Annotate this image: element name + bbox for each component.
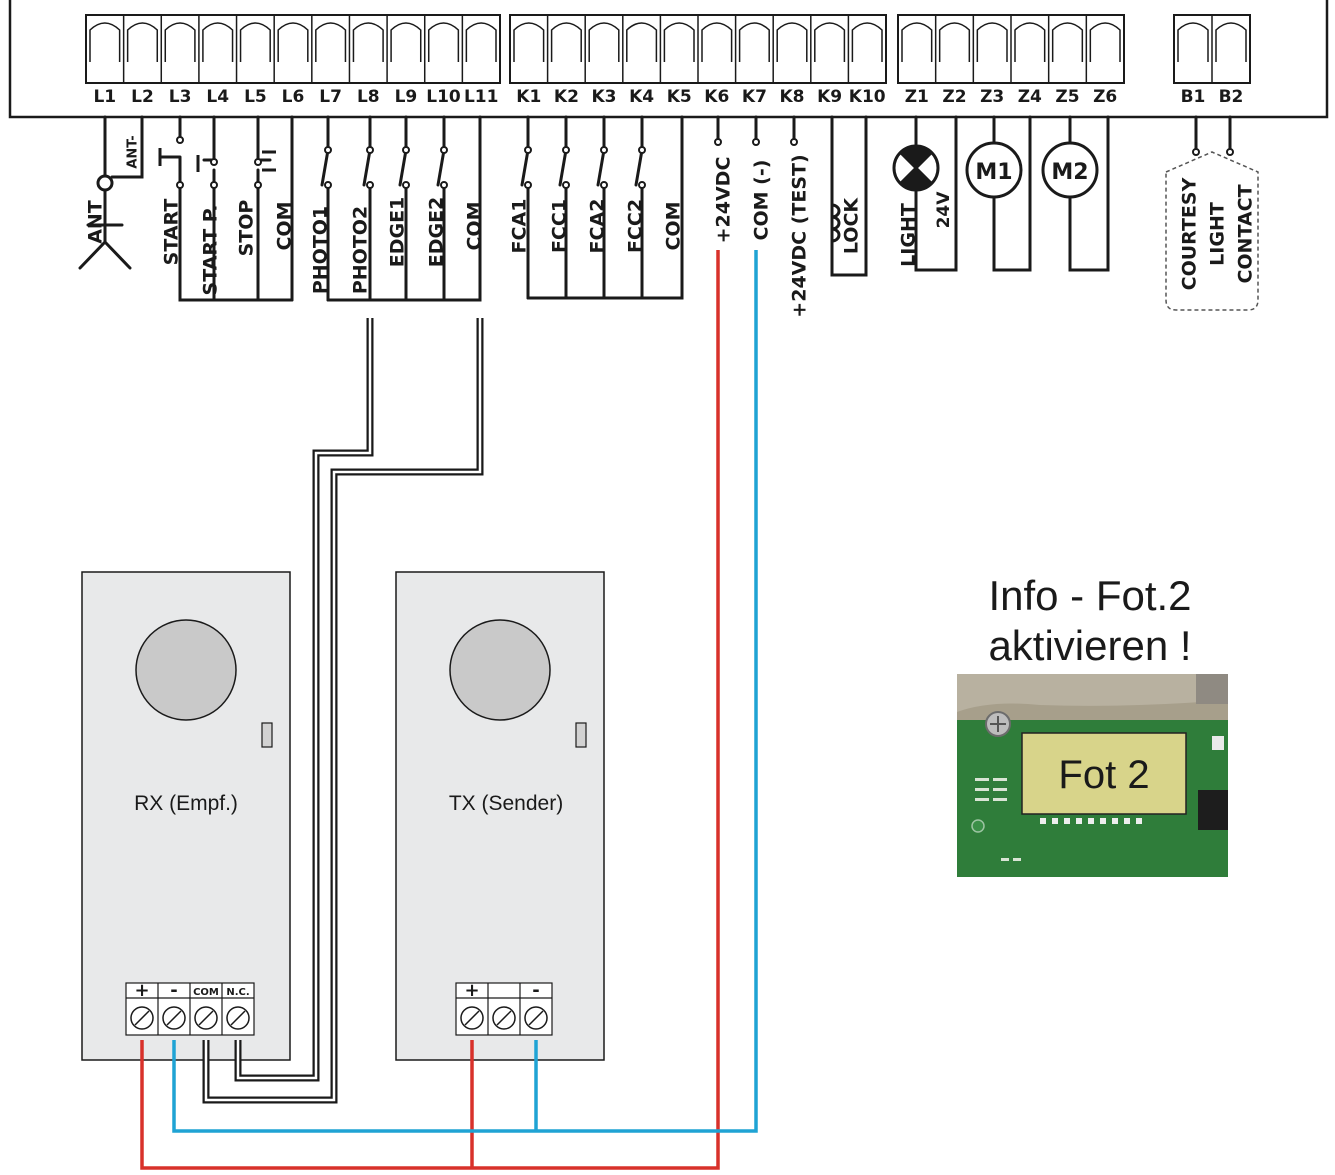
black-wires xyxy=(202,318,484,1104)
motor-label-m2: M2 xyxy=(1051,160,1088,185)
connection-label-edge1: EDGE1 xyxy=(387,197,409,268)
connection-label-ant-minus: ANT- xyxy=(126,135,141,168)
terminal-label: L1 xyxy=(93,87,116,107)
connection-labels: ANT- ANT START START P. STOP COM PHOTO1 PHOTO2 E… xyxy=(85,135,1257,317)
fot2-display xyxy=(1021,732,1187,815)
connection-label-stop: STOP xyxy=(236,200,258,257)
tx-led xyxy=(575,722,587,748)
rx-lens xyxy=(135,619,237,721)
connection-label-fcc1: FCC1 xyxy=(549,199,571,253)
connection-label-edge2: EDGE2 xyxy=(426,197,448,268)
terminal-label: L8 xyxy=(357,87,380,107)
terminal-label: K5 xyxy=(667,87,692,107)
tx-terminal-label: + xyxy=(464,980,479,1001)
terminal-label: B2 xyxy=(1219,87,1244,107)
power-wires xyxy=(140,250,758,1170)
motor-m1-icon xyxy=(965,141,1023,199)
fot2-photo: Fot 2 xyxy=(957,674,1228,877)
terminal-block-l xyxy=(85,14,501,84)
board-wiring xyxy=(78,115,1232,302)
terminal-label: L11 xyxy=(464,87,499,107)
rx-terminal-label: N.C. xyxy=(226,987,249,998)
terminal-label: K4 xyxy=(629,87,654,107)
terminal-cell-details xyxy=(89,15,1247,83)
terminal-label: B1 xyxy=(1181,87,1206,107)
connection-label-test24: +24VDC (TEST) xyxy=(789,154,811,317)
terminal-label: K3 xyxy=(591,87,616,107)
lock-coil-icon xyxy=(831,203,841,243)
info-line-2: aktivieren ! xyxy=(988,622,1191,669)
terminal-label: L10 xyxy=(426,87,461,107)
terminal-label: L3 xyxy=(169,87,192,107)
rx-led xyxy=(261,722,273,748)
terminal-label: K7 xyxy=(742,87,767,107)
connection-label-courtesy-3: CONTACT xyxy=(1235,184,1257,283)
connection-label-com-l11: COM xyxy=(464,201,486,250)
rx-device: RX (Empf.) xyxy=(81,571,291,1061)
terminal-label: K1 xyxy=(516,87,541,107)
connection-label-lock: LOCK xyxy=(841,197,863,255)
terminal-label: K2 xyxy=(554,87,579,107)
fot2-label: Fot 2 xyxy=(1058,753,1149,797)
connection-label-fca2: FCA2 xyxy=(587,199,609,254)
terminal-label: K9 xyxy=(817,87,842,107)
connection-label-light: LIGHT xyxy=(898,203,920,267)
connection-label-com-minus: COM (-) xyxy=(751,160,773,241)
connection-label-start: START xyxy=(161,199,183,266)
connection-label-photo2: PHOTO2 xyxy=(350,206,372,294)
terminal-label: K6 xyxy=(704,87,729,107)
connection-label-courtesy-1: COURTESY xyxy=(1179,177,1201,290)
info-line-1: Info - Fot.2 xyxy=(988,572,1191,619)
tx-label: TX (Sender) xyxy=(449,792,563,815)
terminal-label: K10 xyxy=(849,87,886,107)
connection-label-start-p: START P. xyxy=(200,205,222,296)
terminal-dots xyxy=(176,136,1234,189)
rx-label: RX (Empf.) xyxy=(134,792,238,815)
connection-label-fca1: FCA1 xyxy=(509,199,531,254)
motor-m2-icon xyxy=(1041,141,1099,199)
tx-lens xyxy=(449,619,551,721)
tx-device: TX (Sender) xyxy=(395,571,605,1061)
connection-label-com-k5: COM xyxy=(663,201,685,250)
terminal-label: L4 xyxy=(206,87,229,107)
motor-label-m1: M1 xyxy=(975,160,1012,185)
terminal-label: K8 xyxy=(779,87,804,107)
terminal-label: Z3 xyxy=(980,87,1004,107)
rx-terminal-label: - xyxy=(170,980,177,1001)
connection-label-photo1: PHOTO1 xyxy=(310,206,332,294)
connection-label-com-l6: COM xyxy=(274,201,296,250)
connection-label-ant: ANT xyxy=(85,200,107,244)
terminal-label: L7 xyxy=(319,87,342,107)
connection-label-light-v: 24V xyxy=(934,191,954,229)
terminal-label: Z1 xyxy=(905,87,929,107)
terminal-label: Z6 xyxy=(1093,87,1117,107)
connection-label-plus24: +24VDC xyxy=(713,157,735,244)
lamp-icon xyxy=(892,144,940,192)
terminal-label: Z4 xyxy=(1018,87,1042,107)
connection-label-courtesy-2: LIGHT xyxy=(1207,202,1229,266)
rx-terminal-label: + xyxy=(134,980,149,1001)
connection-label-fcc2: FCC2 xyxy=(625,199,647,253)
terminal-label: L9 xyxy=(395,87,418,107)
terminal-screws xyxy=(130,1006,548,1030)
controller-board-outline xyxy=(8,0,1329,119)
rx-terminal-label: COM xyxy=(193,987,219,998)
tx-terminal-label: - xyxy=(532,980,539,1001)
terminal-label: L6 xyxy=(282,87,305,107)
terminal-label: L2 xyxy=(131,87,154,107)
terminal-label: L5 xyxy=(244,87,267,107)
terminal-label: Z5 xyxy=(1055,87,1079,107)
push-button-symbols xyxy=(158,148,276,172)
terminal-label: Z2 xyxy=(942,87,966,107)
